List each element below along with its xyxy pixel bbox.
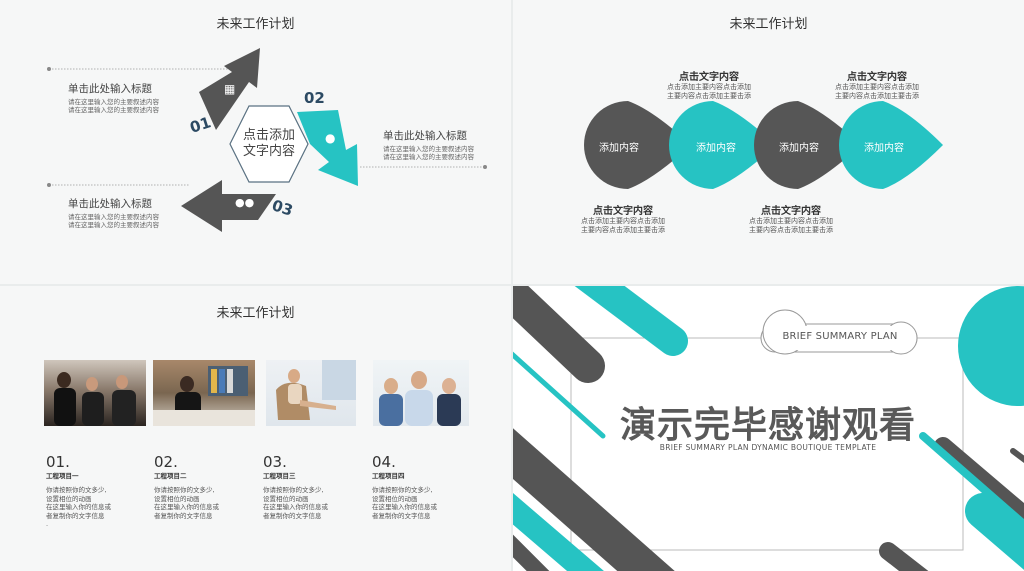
slide-title: 未来工作计划	[216, 306, 295, 321]
block-heading: 单击此处输入标题	[68, 83, 152, 95]
team-photo-2	[153, 360, 255, 426]
summary-badge: BRIEF SUMMARY PLAN	[782, 331, 898, 342]
block-desc: 请在这里输入您的主要叙述内容	[68, 106, 159, 114]
item-number: 04.	[372, 453, 396, 471]
drop-1	[584, 101, 691, 189]
person-icon: ●	[325, 131, 336, 145]
item-number: 03.	[263, 453, 287, 471]
item-description: 你请按照你的文多少, 设置相位的动画 在这里输入你的信息或 者复制你的文字信息 …	[46, 486, 111, 528]
item-description: 你请按照你的文多少, 设置相位的动画 在这里输入你的信息或 者复制你的文字信息	[372, 486, 437, 520]
block-desc: 请在这里输入您的主要叙述内容	[68, 221, 159, 229]
item-description: 你请按照你的文多少, 设置相位的动画 在这里输入你的信息或 者复制你的文字信息	[154, 486, 219, 520]
arrow-3	[181, 180, 276, 232]
drop-label-1: 添加内容	[599, 143, 639, 154]
callout-title: 点击文字内容	[761, 206, 821, 217]
center-hexagon	[229, 105, 309, 183]
item-name: 工程项目三	[263, 472, 296, 480]
callout-line: 主要内容点击添加主要击添	[835, 92, 919, 100]
item-name: 工程项目二	[154, 472, 187, 480]
building-icon: ▦	[224, 82, 236, 96]
block-desc: 请在这里输入您的主要叙述内容	[383, 145, 474, 153]
arrow-1	[199, 48, 260, 130]
center-text-line-1: 点击添加	[242, 128, 295, 143]
drop-label-4: 添加内容	[864, 143, 904, 154]
item-number: 01.	[46, 453, 70, 471]
slide-3[interactable]: 未来工作计划	[0, 286, 511, 571]
slide-1[interactable]: 未来工作计划 ▦ ● ●● 01 02 03 点击添加 文字内容 单击此处输入标…	[0, 0, 511, 284]
block-heading: 单击此处输入标题	[383, 130, 467, 142]
callout-line: 点击添加主要内容点击添加	[835, 83, 919, 91]
block-desc: 请在这里输入您的主要叙述内容	[68, 98, 159, 106]
drop-label-2: 添加内容	[696, 143, 736, 154]
team-photo-4	[373, 360, 469, 426]
decorative-shapes	[513, 286, 1024, 571]
callout-line: 点击添加主要内容点击添加	[581, 217, 665, 225]
item-name: 工程项目四	[372, 472, 405, 480]
drop-label-3: 添加内容	[779, 143, 819, 154]
cycle-diagram	[47, 48, 487, 232]
main-title: 演示完毕感谢观看	[619, 405, 916, 446]
arrow-2	[297, 110, 358, 186]
drop-2	[669, 101, 776, 189]
drop-shapes	[584, 101, 943, 189]
center-text-line-2: 文字内容	[242, 144, 295, 159]
callout-title: 点击文字内容	[593, 206, 653, 217]
team-photo-1	[44, 360, 146, 426]
callout-line: 点击添加主要内容点击添加	[749, 217, 833, 225]
drop-3	[754, 101, 861, 189]
block-heading: 单击此处输入标题	[68, 198, 152, 210]
item-description: 你请按照你的文多少, 设置相位的动画 在这里输入你的信息或 者复制你的文字信息	[263, 486, 328, 520]
callout-line: 点击添加主要内容点击添加	[667, 83, 751, 91]
block-desc: 请在这里输入您的主要叙述内容	[383, 153, 474, 161]
callout-title: 点击文字内容	[847, 72, 907, 83]
slide-2[interactable]: 未来工作计划 添加内容 添加内容 添加内容 添加内容 点击文字内容 点击添加主要…	[513, 0, 1024, 284]
step-number-2: 02	[304, 89, 325, 107]
slide-4[interactable]: BRIEF SUMMARY PLAN 演示完毕感谢观看 BRIEF SUMMAR…	[513, 286, 1024, 571]
team-photo-3	[266, 360, 356, 426]
callout-line: 主要内容点击添加主要击添	[749, 226, 833, 234]
item-name: 工程项目一	[46, 472, 79, 480]
slide-title: 未来工作计划	[729, 17, 808, 32]
callout-line: 主要内容点击添加主要击添	[667, 92, 751, 100]
slide-title: 未来工作计划	[216, 17, 295, 32]
drop-4	[839, 101, 943, 189]
people-icon: ●●	[235, 196, 255, 209]
callout-title: 点击文字内容	[679, 72, 739, 83]
item-number: 02.	[154, 453, 178, 471]
block-desc: 请在这里输入您的主要叙述内容	[68, 213, 159, 221]
subtitle: BRIEF SUMMARY PLAN DYNAMIC BOUTIQUE TEMP…	[659, 443, 877, 452]
callout-line: 主要内容点击添加主要击添	[581, 226, 665, 234]
